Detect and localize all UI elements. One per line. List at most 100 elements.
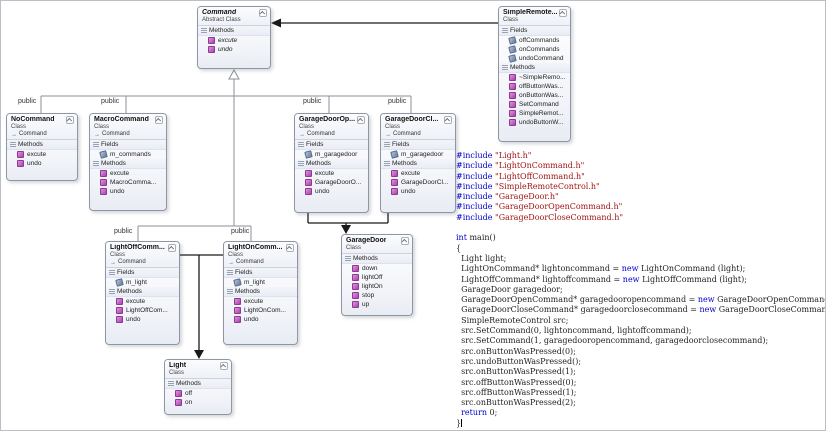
method-member[interactable]: MacroComma... <box>90 178 166 187</box>
section-header[interactable]: Methods <box>224 287 297 297</box>
method-member[interactable]: undo <box>295 187 368 196</box>
section-header[interactable]: Fields <box>106 268 179 278</box>
section-header[interactable]: Methods <box>7 140 77 150</box>
association-simpleremote-command[interactable] <box>271 18 498 28</box>
section-header[interactable]: Fields <box>499 26 570 36</box>
section-list-icon <box>227 270 233 275</box>
collapse-button[interactable] <box>155 116 163 124</box>
section-label: Fields <box>235 269 253 276</box>
method-member[interactable]: down <box>342 264 412 273</box>
field-member[interactable]: undoCommand <box>499 54 570 63</box>
method-member[interactable]: onButtonWas... <box>499 91 570 100</box>
collapse-button[interactable] <box>286 244 294 252</box>
section-header[interactable]: Methods <box>295 159 368 169</box>
chevron-up-icon <box>66 117 73 124</box>
collapse-button[interactable] <box>220 362 228 370</box>
method-member[interactable]: LightOnCom... <box>224 306 297 315</box>
method-member[interactable]: LightOffCom... <box>106 306 179 315</box>
code-line <box>456 223 824 233</box>
chevron-up-icon <box>286 245 293 252</box>
method-member[interactable]: lightOn <box>342 282 412 291</box>
section-header[interactable]: Methods <box>381 159 455 169</box>
method-member[interactable]: lightOff <box>342 273 412 282</box>
method-member[interactable]: SimpleRemot... <box>499 109 570 118</box>
method-member[interactable]: GarageDoorO... <box>295 178 368 187</box>
method-member[interactable]: excute <box>90 169 166 178</box>
code-line: src.onButtonWasPressed(2); <box>456 398 576 408</box>
method-member[interactable]: SetCommand <box>499 100 570 109</box>
method-member[interactable]: excute <box>106 297 179 306</box>
method-member[interactable]: excute <box>224 297 297 306</box>
method-member[interactable]: on <box>165 398 231 407</box>
section-header[interactable]: Fields <box>224 268 297 278</box>
method-member[interactable]: ~SimpleRemo... <box>499 73 570 82</box>
code-editor[interactable]: #include "Light.h"#include "LightOnComma… <box>456 151 825 429</box>
inheritance-access-label: public <box>302 98 323 106</box>
method-member[interactable]: undo <box>381 187 455 196</box>
member-label: m_garagedoor <box>315 151 358 158</box>
method-icon <box>509 110 516 117</box>
section-header[interactable]: Fields <box>90 140 166 150</box>
collapse-button[interactable] <box>259 9 267 17</box>
code-line: src.undoButtonWasPressed(); <box>456 356 582 366</box>
section-label: Methods <box>353 255 378 262</box>
base-class-name: Command <box>307 131 335 137</box>
section-header[interactable]: Fields <box>381 140 455 150</box>
method-member[interactable]: off <box>165 389 231 398</box>
section-header[interactable]: Methods <box>342 254 412 264</box>
base-class-name: Command <box>393 131 421 137</box>
method-member[interactable]: excute <box>198 36 270 45</box>
collapse-button[interactable] <box>168 244 176 252</box>
field-member[interactable]: m_garagedoor <box>295 150 368 159</box>
section-header[interactable]: Methods <box>90 159 166 169</box>
method-icon <box>391 170 398 177</box>
method-member[interactable]: undo <box>224 315 297 324</box>
method-member[interactable]: excute <box>381 169 455 178</box>
field-member[interactable]: m_light <box>106 278 179 287</box>
method-member[interactable]: up <box>342 300 412 309</box>
section-header[interactable]: Methods <box>198 26 270 36</box>
field-member[interactable]: onCommands <box>499 45 570 54</box>
method-member[interactable]: stop <box>342 291 412 300</box>
collapse-button[interactable] <box>444 116 452 124</box>
field-member[interactable]: m_garagedoor <box>381 150 455 159</box>
association-garagedoorcommands-garagedoor[interactable] <box>307 213 389 234</box>
inheritance-connector[interactable] <box>40 68 412 241</box>
method-member[interactable]: undoButtonW... <box>499 118 570 127</box>
method-icon <box>352 283 359 290</box>
method-member[interactable]: undo <box>90 187 166 196</box>
method-member[interactable]: offButtonWas... <box>499 82 570 91</box>
collapse-button[interactable] <box>559 9 567 17</box>
member-label: m_light <box>244 279 265 286</box>
method-member[interactable]: excute <box>7 150 77 159</box>
collapse-button[interactable] <box>401 237 409 245</box>
section-header[interactable]: Fields <box>295 140 368 150</box>
method-member[interactable]: GarageDoorCl... <box>381 178 455 187</box>
class-base: →Command <box>110 259 176 266</box>
section-header[interactable]: Methods <box>106 287 179 297</box>
method-member[interactable]: excute <box>295 169 368 178</box>
method-icon <box>509 92 516 99</box>
collapse-button[interactable] <box>66 116 74 124</box>
field-member[interactable]: m_commands <box>90 150 166 159</box>
method-member[interactable]: undo <box>106 315 179 324</box>
field-member[interactable]: m_light <box>224 278 297 287</box>
method-member[interactable]: undo <box>198 45 270 54</box>
field-member[interactable]: offCommands <box>499 36 570 45</box>
association-lightcommands-light[interactable] <box>180 254 223 359</box>
section-header[interactable]: Methods <box>165 379 231 389</box>
collapse-button[interactable] <box>357 116 365 124</box>
method-member[interactable]: undo <box>7 159 77 168</box>
class-title: Light <box>169 362 187 369</box>
section-header[interactable]: Methods <box>499 63 570 73</box>
